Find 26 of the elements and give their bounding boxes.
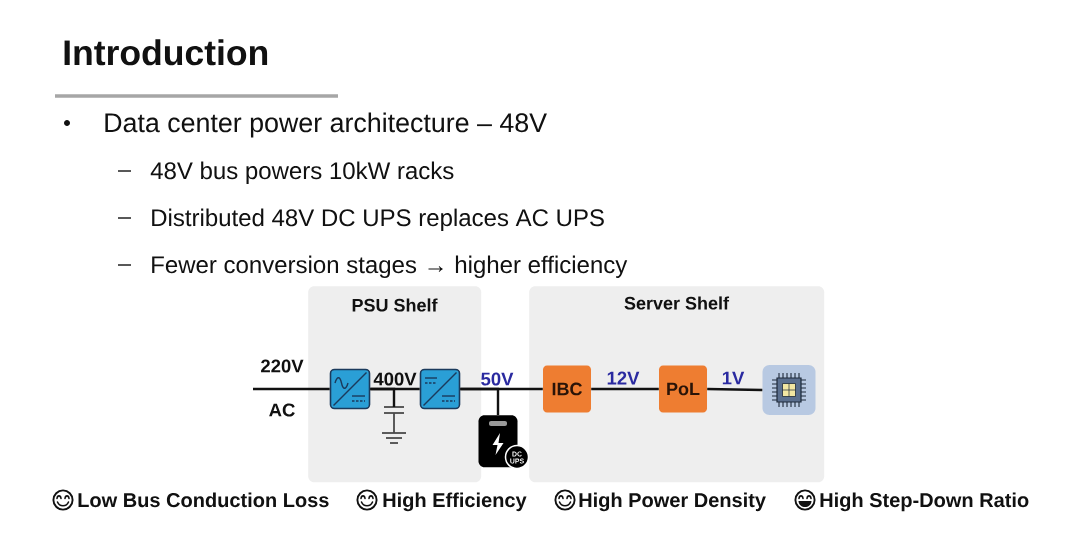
bullet-text: Data center power architecture – 48V bbox=[105, 112, 547, 138]
voltage-label: 50V bbox=[481, 372, 514, 386]
bullet-text: Distributed 48V DC UPS replaces AC UPS bbox=[152, 208, 604, 231]
voltage-label: 12V bbox=[607, 371, 640, 385]
converter-symbol bbox=[329, 368, 371, 410]
bus-line bbox=[370, 387, 396, 407]
chip-icon bbox=[762, 365, 816, 415]
converter-symbol bbox=[419, 368, 461, 410]
slide-title: Introduction bbox=[64, 39, 268, 66]
voltage-label: 1V bbox=[722, 371, 745, 385]
capacitor-symbol bbox=[381, 406, 407, 444]
benefit-text: High Power Density bbox=[579, 492, 766, 512]
bullet-text: 48V bus powers 10kW racks bbox=[150, 161, 454, 184]
bullet-text: Fewer conversion stages → higher efficiency bbox=[152, 255, 628, 278]
voltage-label: 220V bbox=[261, 359, 304, 373]
benefit-text: High Step-Down Ratio bbox=[820, 492, 1029, 512]
converter-box: PoL bbox=[659, 365, 707, 413]
benefit-text: High Efficiency bbox=[383, 492, 527, 512]
converter-box: IBC bbox=[543, 365, 591, 413]
bus-line bbox=[591, 387, 659, 391]
bus-line bbox=[707, 387, 763, 392]
bus-line bbox=[460, 387, 500, 415]
voltage-label: 400V bbox=[373, 372, 417, 386]
bus-line bbox=[253, 387, 330, 391]
benefit-text: Low Bus Conduction Loss bbox=[78, 492, 329, 508]
voltage-label: AC bbox=[269, 403, 295, 417]
